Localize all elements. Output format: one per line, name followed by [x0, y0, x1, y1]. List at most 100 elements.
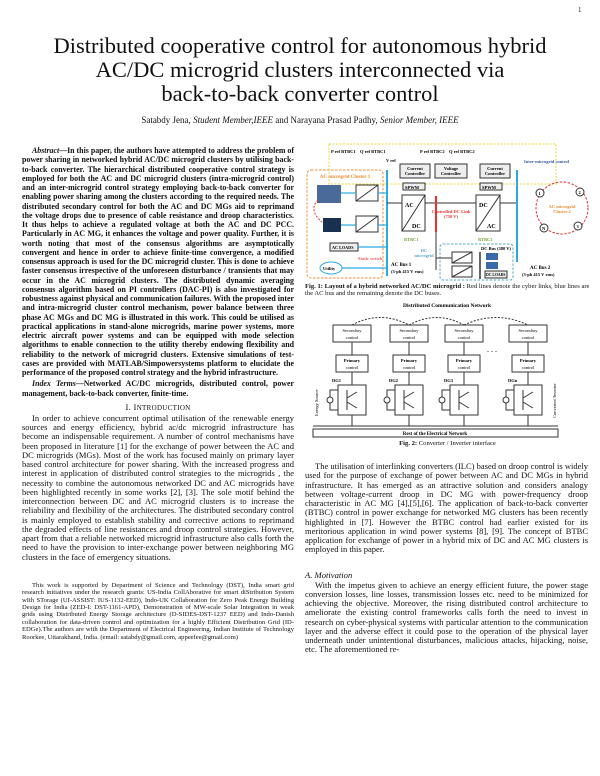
section-rest: NTRODUCTION [136, 403, 191, 412]
current-controller-2 [479, 163, 511, 179]
label: control [522, 335, 535, 340]
solar-panel-image [317, 185, 341, 203]
index-terms-text: —Networked AC/DC microgrids, distributed… [22, 379, 294, 398]
node-label: 1 [539, 191, 542, 196]
label: control [403, 335, 416, 340]
right-paragraph: The utilisation of interlinking converte… [305, 461, 588, 555]
label: DC [479, 203, 488, 209]
ellipsis: . . . [487, 345, 497, 354]
motivation-paragraph: With the impetus given to achieve an ene… [305, 579, 588, 655]
dg-label: DGn [508, 378, 518, 383]
voltage-controller [434, 163, 468, 179]
label: AC microgrid Cluster 1 [320, 175, 371, 180]
inter-control-box [328, 143, 557, 185]
figure-2: Distributed Communication Network Second… [312, 303, 559, 438]
node-label: N [542, 226, 546, 231]
page-number: 1 [578, 6, 582, 14]
label: control [346, 365, 359, 370]
ref-label: Q ref BTBC1 [360, 149, 386, 154]
right-column: The utilisation of interlinking converte… [305, 461, 588, 655]
label: control [403, 365, 416, 370]
source-icon [383, 396, 391, 404]
label: BTBC1 [404, 237, 419, 242]
paper-title: Distributed cooperative control for auto… [0, 34, 600, 106]
battery-image [323, 218, 341, 232]
label: Secondary [519, 328, 539, 333]
section-number: I. [125, 401, 134, 412]
label: Primary [456, 358, 473, 363]
title-line: Distributed cooperative control for auto… [53, 33, 547, 58]
abstract-text: —In this paper, the authors have attempt… [22, 146, 294, 377]
section-heading: I. INTRODUCTION [22, 401, 294, 414]
label: Primary [401, 358, 418, 363]
label: control [458, 365, 471, 370]
label: Secondary [400, 328, 420, 333]
source-icon [438, 396, 446, 404]
footnote: This work is supported by Department of … [22, 581, 294, 641]
label: Primary [520, 358, 537, 363]
source-icon [326, 396, 334, 404]
label: (3-ph 415 V rms) [391, 269, 424, 274]
caption-text: Red lines denote the cyber links, blue l… [305, 283, 590, 298]
label: DC [412, 224, 421, 230]
label: SPWM [405, 185, 420, 190]
authors: Satabdy Jena, Student Member,IEEE and Na… [0, 115, 600, 125]
label: Rest of the Electrical Network [403, 432, 468, 437]
converter-box [513, 384, 543, 416]
transistor-icon [458, 390, 470, 410]
label: control [458, 335, 471, 340]
caption-label: Fig. 1: [305, 283, 325, 290]
node-label: 3 [577, 224, 580, 229]
ref-label: P ref BTBC2 [420, 149, 445, 154]
label: Energy Source [314, 389, 319, 416]
author-name: and Narayana Prasad Padhy, [273, 115, 380, 125]
converter-box [449, 384, 479, 416]
label: DC Bus (380 V) [481, 246, 512, 251]
spwm-2 [479, 182, 503, 191]
converter-box [394, 384, 424, 416]
cyber-link [313, 199, 323, 223]
transistor-icon [346, 390, 358, 410]
subsection-heading: A. Motivation [305, 569, 353, 580]
fig2-caption: Fig. 2: Converter / Inverter interface [305, 440, 590, 447]
author-role: Student Member,IEEE [193, 115, 274, 125]
caption-text: Converter / Inverter interface [418, 440, 496, 447]
label: BTBC2 [478, 237, 493, 242]
label: SPWM [482, 185, 497, 190]
ac-cluster-1-box [306, 169, 384, 279]
index-terms: Index Terms—Networked AC/DC microgrids, … [22, 379, 294, 398]
current-controller-1 [399, 163, 431, 179]
index-terms-label: Index Terms [32, 379, 76, 389]
label: AC Bus 1 [391, 263, 412, 268]
label: AC [405, 203, 414, 209]
caption-label: Fig. 2: [399, 440, 419, 447]
label: (3-ph 415 V rms) [522, 272, 555, 277]
label: Secondary [455, 328, 475, 333]
fig2-title: Distributed Communication Network [403, 303, 492, 309]
label: AC [487, 224, 496, 230]
label: Controlled DC Link(750 V) [432, 209, 471, 219]
source-icon [502, 396, 510, 404]
communication-links [351, 317, 529, 326]
label: control [346, 335, 359, 340]
caption-bold: Layout of a hybrid networked AC/DC micro… [324, 283, 467, 290]
label: Secondary [343, 328, 363, 333]
abstract: Abstract—In this paper, the authors have… [22, 146, 294, 377]
transistor-icon [522, 390, 534, 410]
author-name: Satabdy Jena, [141, 115, 194, 125]
label: control [522, 365, 535, 370]
intro-paragraph: In order to achieve concurrent optimal u… [22, 412, 294, 562]
title-line: back-to-back converter control [161, 81, 439, 106]
label: DC LOADS [486, 273, 506, 277]
label: Inter-microgrid control [524, 159, 570, 164]
title-line: AC/DC microgrid clusters interconnected … [95, 57, 505, 82]
ref-label: Q ref BTBC2 [449, 149, 475, 154]
converter-box [337, 384, 367, 416]
label: AC LOADS [332, 245, 354, 250]
node-label: 2 [579, 190, 582, 195]
abstract-label: Abstract [32, 146, 60, 155]
